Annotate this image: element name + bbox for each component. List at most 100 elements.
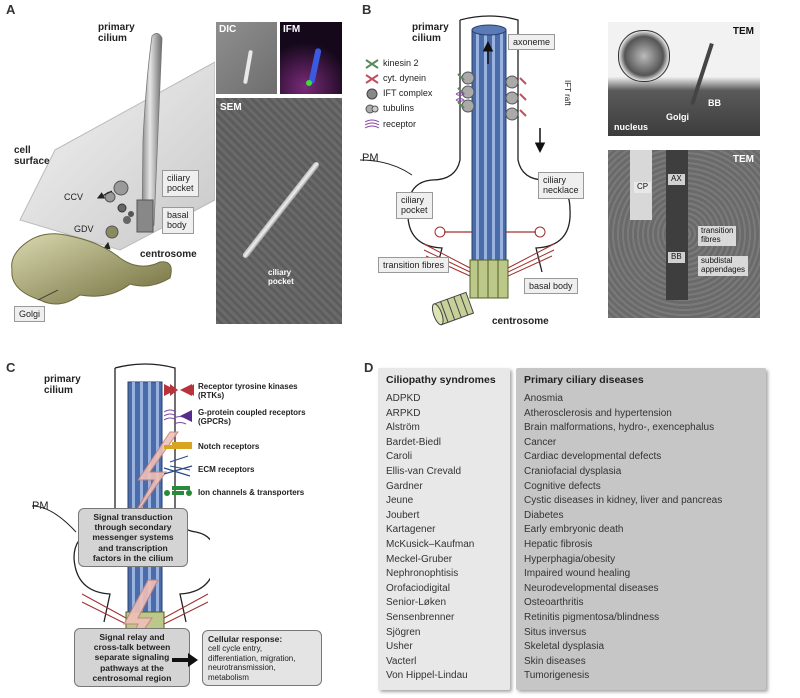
tem-bottom-label: TEM bbox=[732, 154, 754, 165]
disease-item: Brain malformations, hydro-, exencephalu… bbox=[524, 422, 715, 434]
receptor-label-ion: Ion channels & transporters bbox=[198, 488, 305, 498]
gdv-vesicle bbox=[105, 225, 119, 239]
syndrome-item: Joubert bbox=[386, 509, 420, 521]
syndrome-item: Vacterl bbox=[386, 655, 417, 667]
tem-golgi-label: Golgi bbox=[666, 112, 689, 122]
rtk-icon bbox=[164, 384, 192, 396]
panel-b-illustration bbox=[360, 15, 571, 326]
disease-item: Impaired wound healing bbox=[524, 568, 631, 580]
disease-item: Retinitis pigmentosa/blindness bbox=[524, 611, 660, 623]
basal-body-b-shape bbox=[469, 259, 509, 299]
sem-label: SEM bbox=[220, 102, 242, 113]
gpcr-icon bbox=[163, 409, 192, 422]
panel-b-letter: B bbox=[362, 2, 372, 17]
arrow-right-icon bbox=[172, 653, 198, 667]
receptor-icon bbox=[364, 119, 380, 129]
label-golgi-a: Golgi bbox=[14, 306, 46, 323]
disease-item: Diabetes bbox=[524, 509, 564, 521]
syndrome-item: Kartagener bbox=[386, 524, 436, 536]
disease-item: Hyperphagia/obesity bbox=[524, 553, 616, 565]
cellular-response-body: cell cycle entry, differentiation, migra… bbox=[208, 644, 296, 682]
panel-a-illustration bbox=[11, 33, 215, 305]
legend-label-receptor: receptor bbox=[383, 119, 417, 130]
syndrome-item: Jeune bbox=[386, 495, 414, 507]
disease-item: Tumorigenesis bbox=[524, 670, 590, 682]
disease-item: Situs inversus bbox=[524, 626, 587, 638]
golgi-shape bbox=[11, 233, 172, 305]
disease-item: Cystic diseases in kidney, liver and pan… bbox=[524, 495, 723, 507]
label-centrosome-a: centrosome bbox=[140, 249, 197, 260]
disease-item: Skin diseases bbox=[524, 655, 586, 667]
panel-c-receptor-legend: Receptor tyrosine kinases (RTKs) G-prote… bbox=[162, 382, 312, 504]
label-ccv: CCV bbox=[64, 192, 84, 202]
label-axoneme: axoneme bbox=[508, 34, 556, 51]
receptor-label-notch: Notch receptors bbox=[198, 442, 260, 452]
basal-body-shape bbox=[136, 199, 154, 233]
receptor-label-rtk: Receptor tyrosine kinases (RTKs) bbox=[198, 382, 298, 401]
ifm-label: IFM bbox=[283, 24, 301, 35]
ion-channel-icon bbox=[164, 490, 192, 496]
legend-row-dynein: cyt. dynein bbox=[364, 71, 464, 86]
ift-train-right bbox=[505, 75, 527, 121]
disease-item: Craniofacial dysplasia bbox=[524, 465, 622, 477]
receptor-row-ion: Ion channels & transporters bbox=[162, 482, 312, 504]
receptor-label-ecm: ECM receptors bbox=[198, 465, 255, 475]
disease-item: Skeletal dysplasia bbox=[524, 641, 605, 653]
label-ciliary-pocket-a: ciliary pocket bbox=[162, 170, 199, 197]
sem-ciliary-pocket-label: ciliary pocket bbox=[268, 268, 294, 286]
axoneme-cross-section bbox=[618, 30, 670, 82]
axoneme-shape bbox=[471, 24, 507, 261]
legend-row-ift: IFT complex bbox=[364, 86, 464, 101]
label-basal-body-a: basal body bbox=[162, 207, 194, 234]
tem-top-micrograph: TEM BB nucleus Golgi bbox=[608, 22, 760, 136]
legend-label-ift: IFT complex bbox=[383, 87, 433, 98]
syndrome-item: ARPKD bbox=[386, 407, 421, 419]
ifm-micrograph: IFM bbox=[280, 22, 342, 94]
panel-c-letter: C bbox=[6, 360, 16, 375]
centrosome-b-shape bbox=[431, 291, 475, 326]
tem-top-label: TEM bbox=[732, 26, 754, 37]
panel-a-letter: A bbox=[6, 2, 16, 17]
tem-nucleus-label: nucleus bbox=[614, 122, 649, 132]
disease-item: Cancer bbox=[524, 436, 557, 448]
tem-subdistal-label: subdistal appendages bbox=[698, 256, 749, 276]
ift-complex-icon bbox=[366, 88, 378, 99]
label-ciliary-pocket-b: ciliary pocket bbox=[396, 192, 433, 219]
receptor-row-ecm: ECM receptors bbox=[162, 458, 312, 482]
signal-bolt-upper bbox=[123, 431, 179, 533]
disease-item: Anosmia bbox=[524, 393, 563, 404]
tem-transition-label: transition fibres bbox=[698, 226, 737, 246]
tubulin-icon bbox=[365, 104, 379, 113]
tem-bb2-label: BB bbox=[668, 252, 685, 263]
syndrome-item: Sjögren bbox=[386, 626, 421, 638]
cellular-response-title: Cellular response: bbox=[208, 634, 283, 644]
syndrome-item: Von Hippel-Lindau bbox=[386, 670, 468, 682]
syndrome-item: Gardner bbox=[386, 480, 423, 492]
ciliopathy-syndromes-title: Ciliopathy syndromes bbox=[386, 374, 496, 386]
panel-d-letter: D bbox=[364, 360, 374, 375]
syndrome-item: Alström bbox=[386, 422, 420, 434]
label-transition-fibres: transition fibres bbox=[378, 257, 450, 274]
disease-item: Osteoarthritis bbox=[524, 597, 584, 609]
disease-item: Atherosclerosis and hypertension bbox=[524, 407, 672, 419]
label-primary-cilium-c: primary cilium bbox=[44, 374, 81, 396]
syndrome-item: Ellis-van Crevald bbox=[386, 465, 462, 477]
legend-label-tubulin: tubulins bbox=[383, 102, 415, 113]
tem-ax-label: AX bbox=[668, 174, 685, 185]
syndrome-item: Sensenbrenner bbox=[386, 611, 455, 623]
signal-transduction-box: Signal transduction through secondary me… bbox=[78, 508, 188, 567]
legend-label-kinesin: kinesin 2 bbox=[383, 57, 419, 68]
panel-b-legend: kinesin 2 cyt. dynein IFT complex tubuli… bbox=[364, 56, 464, 134]
dynein-icon bbox=[365, 73, 379, 84]
cellular-response-box: Cellular response: cell cycle entry, dif… bbox=[202, 630, 322, 687]
tem-bottom-micrograph: TEM CP AX BB transition fibres subdistal… bbox=[608, 150, 760, 318]
syndrome-item: Usher bbox=[386, 641, 413, 653]
legend-row-tubulin: tubulins bbox=[364, 101, 464, 116]
disease-item: Early embryonic death bbox=[524, 524, 624, 536]
syndrome-item: Meckel-Gruber bbox=[386, 553, 453, 565]
syndrome-item: Caroli bbox=[386, 451, 413, 463]
label-gdv: GDV bbox=[74, 224, 94, 234]
